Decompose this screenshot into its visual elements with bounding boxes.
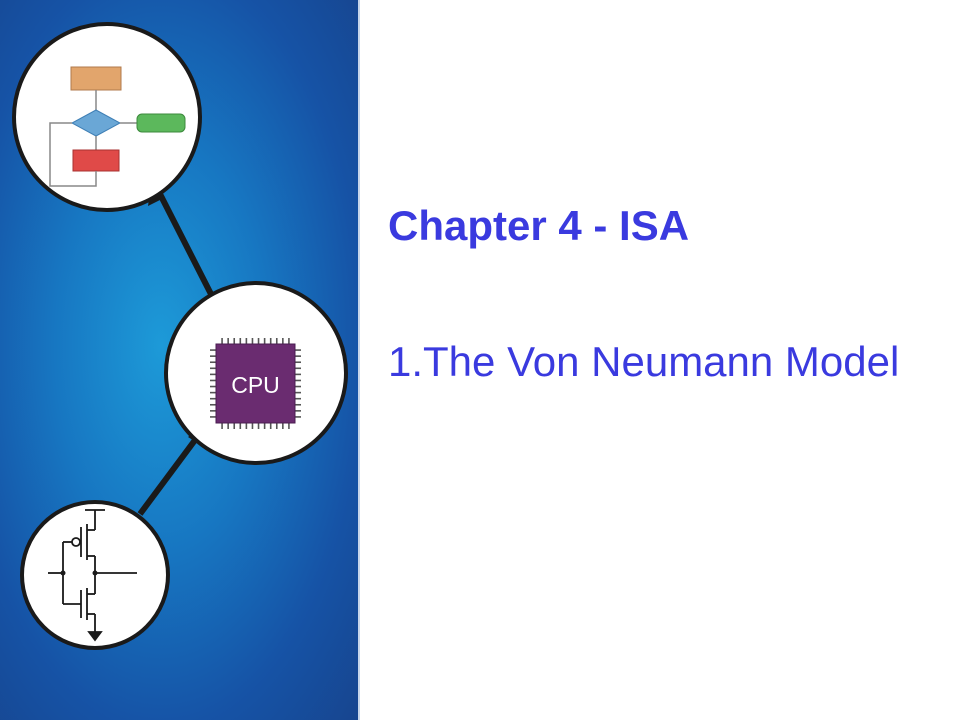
flowchart-process-box <box>70 66 122 91</box>
title-block: Chapter 4 - ISA 1.The Von Neumann Model <box>388 200 928 388</box>
flowchart-terminal-box <box>136 113 186 133</box>
arrow-cpu-to-flowchart <box>157 192 217 302</box>
section-subtitle: 1.The Von Neumann Model <box>388 338 900 385</box>
flowchart-red-box <box>72 149 120 172</box>
chapter-title: Chapter 4 - ISA <box>388 202 690 249</box>
transistor-circle <box>20 500 170 650</box>
flowchart-circle <box>12 22 202 212</box>
cpu-chip <box>215 343 296 424</box>
abstraction-levels-diagram: CPU <box>12 22 348 650</box>
cpu-circle: CPU <box>164 281 348 465</box>
arrow-transistor-to-cpu <box>137 426 207 516</box>
cpu-label: CPU <box>231 372 280 398</box>
side-illustration-panel: CPU <box>0 0 360 720</box>
flowchart-loop-line <box>49 122 97 187</box>
cpu-pins <box>210 338 301 429</box>
